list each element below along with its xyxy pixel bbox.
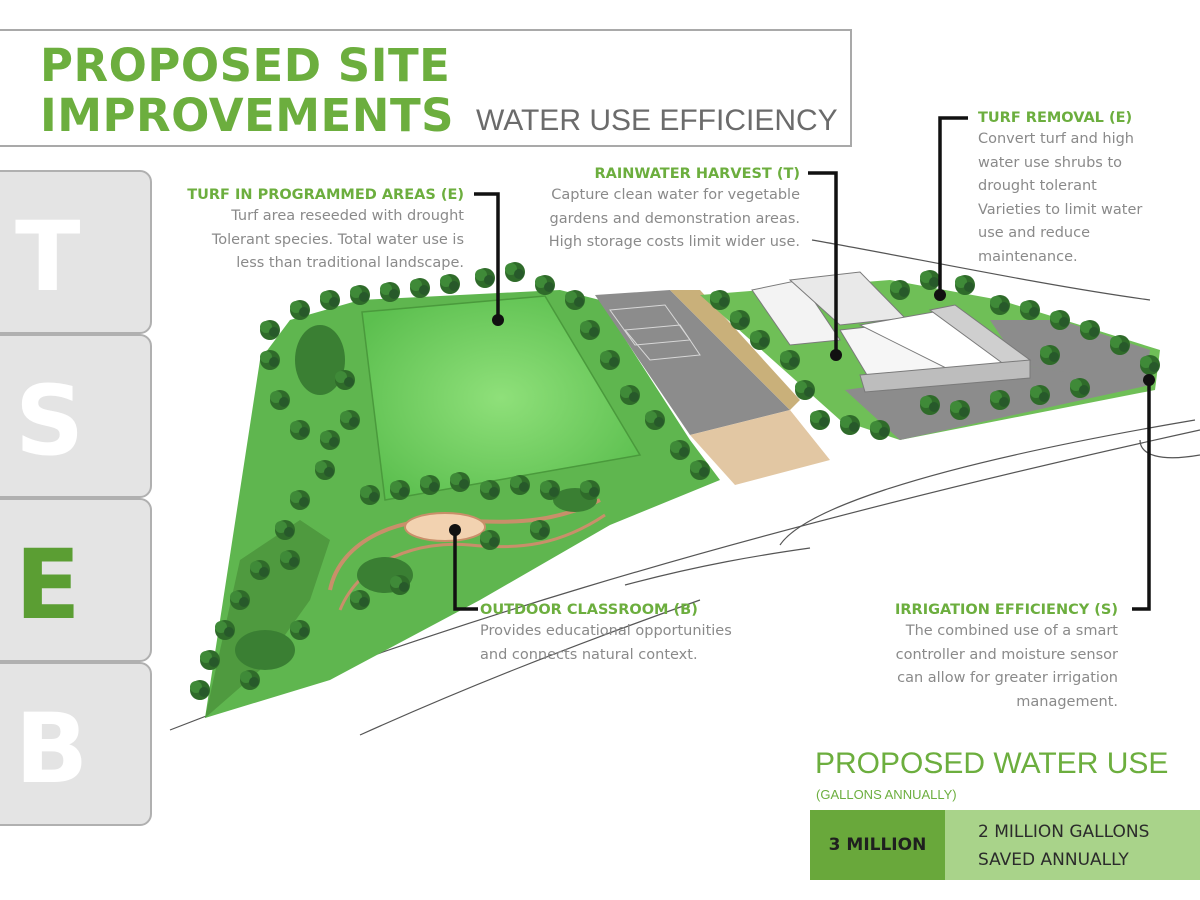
callout-rainwater: RAINWATER HARVEST (T) Capture clean wate…: [500, 164, 800, 255]
turf-field: [361, 295, 642, 501]
east-parking-2: [990, 320, 1150, 385]
tab-b[interactable]: B: [0, 662, 152, 826]
callout-turf-programmed: TURF IN PROGRAMMED AREAS (E) Turf area r…: [150, 185, 464, 276]
leader-lines: [453, 116, 1151, 611]
water-use-title: PROPOSED WATER USE: [815, 747, 1169, 780]
callout-classroom-body: Provides educational opportunities and c…: [480, 623, 732, 663]
title-box: [0, 29, 852, 147]
school-buildings: [751, 271, 1032, 393]
tab-s[interactable]: S: [0, 334, 152, 498]
callout-irrigation: IRRIGATION EFFICIENCY (S) The combined u…: [840, 600, 1118, 714]
callout-irrigation-title: IRRIGATION EFFICIENCY (S): [895, 602, 1118, 618]
water-use-proposed: 3 MILLION: [810, 810, 945, 880]
wooded-strip: [205, 520, 330, 718]
callout-turf-removal-body: Convert turf and high water use shrubs t…: [978, 131, 1143, 265]
tab-s-letter: S: [15, 365, 85, 477]
callout-turf-removal-title: TURF REMOVAL (E): [978, 110, 1133, 126]
callout-irrigation-body: The combined use of a smart controller a…: [895, 623, 1118, 710]
water-use-subtitle: (GALLONS ANNUALLY): [816, 787, 957, 802]
page-subtitle: WATER USE EFFICIENCY: [476, 104, 838, 137]
callout-turf-programmed-body: Turf area reseeded with drought Tolerant…: [211, 208, 464, 271]
classroom-sand-circle: [404, 512, 486, 542]
tab-t-letter: T: [15, 201, 81, 313]
page-title-line2: IMPROVEMENTS: [40, 89, 455, 142]
callout-rainwater-title: RAINWATER HARVEST (T): [594, 166, 800, 182]
callout-rainwater-body: Capture clean water for vegetable garden…: [548, 187, 800, 250]
plaza: [690, 410, 830, 485]
tab-e-letter: E: [15, 529, 81, 641]
callout-classroom: OUTDOOR CLASSROOM (B) Provides education…: [480, 600, 800, 667]
water-use-saved: 2 MILLION GALLONS SAVED ANNUALLY: [945, 810, 1200, 880]
tab-t[interactable]: T: [0, 170, 152, 334]
callout-turf-removal: TURF REMOVAL (E) Convert turf and high w…: [978, 108, 1193, 269]
callout-classroom-title: OUTDOOR CLASSROOM (B): [480, 602, 698, 618]
page-title-line1: PROPOSED SITE: [40, 39, 451, 92]
pond-4: [295, 325, 345, 395]
callout-turf-programmed-title: TURF IN PROGRAMMED AREAS (E): [187, 187, 464, 203]
pond-3: [235, 630, 295, 670]
tab-b-letter: B: [15, 693, 89, 805]
tab-e[interactable]: E: [0, 498, 152, 662]
walkway: [670, 290, 800, 410]
leader-dots: [449, 289, 1155, 536]
parking-lot: [595, 290, 790, 435]
